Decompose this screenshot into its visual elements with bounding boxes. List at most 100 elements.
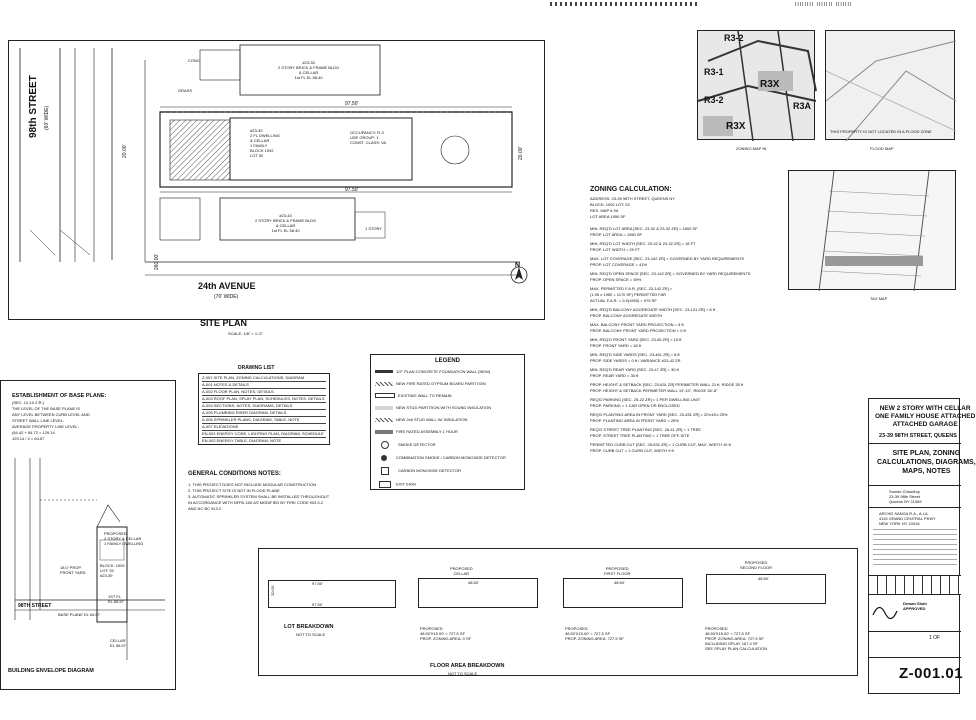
zoning-calc-line: MAX. PERMITTED F.A.R. [SEC. 23-142 ZR] = (590, 286, 673, 291)
lot-dim-top: 97.50' (312, 581, 323, 586)
base-plane-title: ESTABLISHMENT OF BASE PLANE: (12, 393, 107, 399)
zoning-calc-line: MAX. LOT COVERAGE [SEC. 23-142 ZR] = GOV… (590, 256, 745, 261)
base-plane-line: (64.42 + 64.72 = 129.14 (12, 430, 55, 435)
general-note: 1. THIS PROJECT DOES NOT INCLUDE MODULAR… (188, 482, 317, 487)
zoning-map-caption: ZONING MAP IN (736, 146, 767, 151)
tb-sheet-title: SITE PLAN, ZONING CALCULATIONS, DIAGRAMS… (877, 450, 976, 475)
general-note: IN ACCORDANCE WITH NFPA 13D AS MODIFIED … (188, 500, 323, 505)
zoning-calc-line: MIN. REQ'D OPEN SPACE [SEC. 23-142 ZR] =… (590, 271, 751, 276)
exit-sign-icon (379, 481, 391, 489)
site-plan-frame (8, 40, 545, 320)
tax-map (788, 170, 956, 292)
zoning-calc-header-line: RES. MAP # 9d (590, 208, 618, 213)
legend-item: EXIT SIGN (396, 481, 416, 487)
general-notes-list: 1. THIS PROJECT DOES NOT INCLUDE MODULAR… (188, 482, 329, 512)
floor-col-rect (418, 578, 538, 608)
zoning-calc-line: REQ'D STREET TREE PLANTING [SEC. 26-41 Z… (590, 427, 701, 432)
zone-label-2: R3-1 (704, 67, 724, 77)
tb-divider (869, 657, 961, 658)
zoning-calc-line: PROP. LOT AREA = 1950 SF (590, 232, 642, 237)
zoning-calc-header-line: LOT AREA 1950 SF (590, 214, 626, 219)
tb-divider (869, 443, 961, 444)
tb-revision-table (873, 529, 957, 569)
base-plane-line: AVERAGE PROPERTY LINE LEVEL: (12, 424, 79, 429)
drawing-list-item: A-001 NOTES & DETAILS (202, 382, 326, 389)
zoning-calc-line: MIN. REQ'D REAR YARD [SEC. 23-47 ZR] = 3… (590, 367, 679, 372)
drawing-list-item: A-003 ROOF PLAN, SPLAY PLAN, SCHEDULES, … (202, 396, 326, 403)
zoning-calc-header-line: BLOCK: 1092 LOT: 52 (590, 202, 630, 207)
base-plane-line: THE LEVEL OF THE BASE PLANE IS (12, 406, 81, 411)
avenue-24-width: (70' WIDE) (214, 294, 239, 300)
envelope-block: BLOCK: 1092 LOT: 52 #23-39 (100, 563, 125, 578)
zone-label-3: R3-2 (704, 95, 724, 105)
zoning-calc-line: MIN. REQ'D LOT WIDTH [SEC. 23-32 & 23-32… (590, 241, 696, 246)
north-arrow-label: N (515, 262, 521, 269)
occupancy-label: OCCUPANCY: R-3 USE GROUP: 1 CONST. CLASS… (350, 130, 387, 145)
lot-breakdown-rect (268, 580, 396, 608)
base-plane-line: (SEC. 12-10 Z.R.) (12, 400, 45, 405)
conc-label: CONC (188, 58, 200, 63)
floor-col-dim: 48.50' (614, 580, 625, 585)
site-dim-bottom: 97.50' (345, 187, 359, 193)
zoning-calc-line: PROP. FRONT YARD = 18 ft (590, 343, 641, 348)
tb-project: NEW 2 STORY WITH CELLAR ONE FAMILY HOUSE… (875, 405, 976, 428)
zone-label-1: R3-2 (724, 33, 744, 43)
zoning-calc-line: REQ'D PLANTING AREA IN FRONT YARD [SEC. … (590, 412, 728, 417)
floor-col-title: PROPOSED SECOND FLOOR (740, 560, 773, 570)
drawing-list-item: A-007 ELEVATIONS (202, 424, 326, 431)
drawing-list-item: A-005 PLUMBING RISER DIAGRAM, DETAILS (202, 410, 326, 417)
base-plane-line: STREET WALL LINE LEVEL: (12, 418, 65, 423)
envelope-base-plane: BASE PLANE EL 64.57 (58, 612, 100, 617)
floor-area-scale: NOT TO SCALE (448, 671, 478, 676)
zoning-calc-line: PROP. HEIGHT & SETBACK PERIMETER WALL 19… (590, 388, 718, 393)
tb-divider (869, 485, 961, 486)
co-detector-icon (381, 467, 389, 476)
approval-signature (872, 606, 898, 620)
tb-architect: ARCHD SANGA R.A., A.I.A. 4115 GRAND CENT… (879, 511, 936, 526)
zoning-calc-line: PROP. PARKING = 1 CAR OPEN OR ENCLOSED (590, 403, 680, 408)
site-plan-title: SITE PLAN (200, 318, 248, 328)
legend-swatch (375, 405, 393, 410)
base-plane-lines: (SEC. 12-10 Z.R.) THE LEVEL OF THE BASE … (12, 400, 90, 442)
general-note: AND NC BC 913.2 (188, 506, 222, 511)
drawing-list-item: A-004 SECTIONS, NOTES, DIAGRAMS, DETAILS (202, 403, 326, 410)
zoning-calc-line: ACTUAL F.A.R. = 0.5(1950) = 975 SF (590, 298, 657, 303)
zoning-calc-line: MAX. BALCONY FRONT YARD PROJECTION = 3 f… (590, 322, 684, 327)
zoning-map: R3-2 R3-1 R3-2 R3X R3X R3A (697, 30, 817, 142)
zone-label-4: R3X (760, 79, 780, 90)
envelope-first-el: 1ST FL EL 65.57 (108, 594, 124, 604)
legend-item: NEW 2x6 STUD WALL W/ INSULATION (396, 417, 468, 422)
zoning-calc-line: PROP. OPEN SPACE = 59% (590, 277, 642, 282)
floor-col-calc: PROPOSED 48.50'X15.00' = 727.5 SF PROP. … (565, 626, 624, 641)
zoning-calc-lines: MIN. REQ'D LOT AREA [SEC. 23-32 & 23-32 … (590, 226, 770, 454)
base-plane-line: ANY LEVEL BETWEEN CURB LEVEL AND (12, 412, 90, 417)
zoning-calc-line: MIN. REQ'D FRONT YARD [SEC. 23-45 ZR] = … (590, 337, 682, 342)
title-block: NEW 2 STORY WITH CELLAR ONE FAMILY HOUSE… (868, 398, 976, 694)
lot-dim-side: 20.00' (270, 585, 275, 596)
floor-col-title: PROPOSED FIRST FLOOR (604, 566, 631, 576)
zoning-calc-line: PROP. BALCONY AGGREGATE WIDTH (590, 313, 663, 318)
legend-item: CARBON MONOXIDE DETECTOR (398, 468, 462, 474)
floor-col-rect (563, 578, 683, 608)
tb-address: 23-39 98TH STREET, QUEENS (879, 433, 957, 439)
site-dim-top: 97.50' (345, 101, 359, 107)
drawing-list-title: DRAWING LIST (238, 365, 275, 371)
tb-grid (869, 575, 961, 595)
avenue-24-label: 24th AVENUE (198, 281, 256, 291)
envelope-front-yard: 18.0' PROP. FRONT YARD (60, 565, 86, 575)
floor-area-title: FLOOR AREA BREAKDOWN (430, 663, 505, 669)
floor-col-rect (706, 574, 826, 604)
floor-col-dim: 48.50' (468, 580, 479, 585)
tb-sheet-number: Z-001.01 (899, 665, 964, 682)
tb-owner: Sonnie Chaudhry 23-39 98th Street Queens… (889, 489, 922, 504)
drawing-list-item: A-006 SPRINKLER PLANS, DIAGRAM, TABLE, N… (202, 417, 326, 424)
envelope-street: 98TH STREET (18, 603, 52, 609)
legend-item: NEW STUD PARTITION WITH SOUND INSULATION (396, 405, 492, 410)
co-smoke-detector-icon (381, 455, 387, 461)
zone-label-5: R3X (726, 121, 746, 132)
flood-map: THIS PROPERTY IS NOT LOCATED IN A FLOOD … (825, 30, 957, 142)
zoning-calc-header: ADDRESS: 23-39 98TH STREET, QUEENS NY BL… (590, 196, 675, 220)
flood-map-caption: FLOOD MAP (870, 146, 894, 151)
